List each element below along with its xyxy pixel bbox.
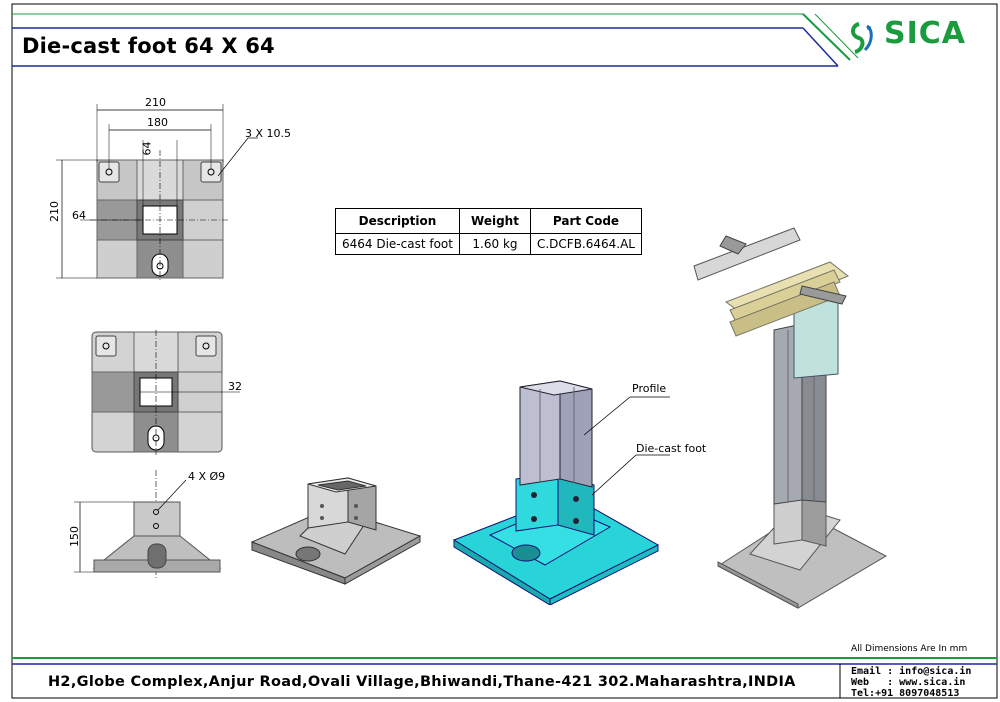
address: H2,Globe Complex,Anjur Road,Ovali Villag…: [48, 674, 796, 690]
side-hole-note: 4 X Ø9: [188, 470, 226, 483]
iso-foot-with-profile-render: [452, 380, 670, 605]
dim-overall-height: 210: [48, 201, 61, 222]
dim-square-height: 64: [140, 141, 154, 156]
contact-tel[interactable]: Tel:+91 8097048513: [851, 688, 960, 699]
contact-email[interactable]: Email : info@sica.in: [851, 666, 972, 677]
table-header-row: Description Weight Part Code: [335, 208, 643, 234]
callout-die-cast-foot: Die-cast foot: [636, 442, 707, 455]
brand-name: SICA: [884, 16, 967, 51]
cell-description: 6464 Die-cast foot: [335, 233, 460, 255]
table-row: 6464 Die-cast foot 1.60 kg C.DCFB.6464.A…: [335, 233, 643, 255]
sica-logo-icon: [851, 22, 873, 54]
page-title: Die-cast foot 64 X 64: [22, 34, 275, 58]
contact-block: Email : info@sica.in Web : www.sica.in T…: [851, 666, 971, 699]
assembly-render: [693, 227, 888, 609]
header-description: Description: [335, 208, 460, 234]
iso-foot-render: [250, 477, 422, 585]
dim-square-width: 64: [72, 209, 86, 222]
hole-note: 3 X 10.5: [245, 127, 292, 140]
header-weight: Weight: [458, 208, 531, 234]
cell-part-code: C.DCFB.6464.AL: [529, 233, 643, 255]
top-view-drawing: [56, 104, 258, 280]
dimensions-note: All Dimensions Are In mm: [851, 644, 968, 654]
dim-inner-square: 32: [228, 380, 242, 393]
dim-total-height: 150: [68, 526, 81, 547]
header-part-code: Part Code: [529, 208, 643, 234]
contact-web[interactable]: Web : www.sica.in: [851, 677, 966, 688]
side-view-drawing: [74, 470, 222, 578]
callout-profile: Profile: [632, 382, 667, 395]
dim-overall-width: 210: [145, 96, 166, 109]
dim-hole-spacing: 180: [147, 116, 168, 129]
spec-table: Description Weight Part Code 6464 Die-ca…: [335, 208, 643, 255]
section-view-drawing: [91, 330, 240, 455]
cell-weight: 1.60 kg: [458, 233, 531, 255]
